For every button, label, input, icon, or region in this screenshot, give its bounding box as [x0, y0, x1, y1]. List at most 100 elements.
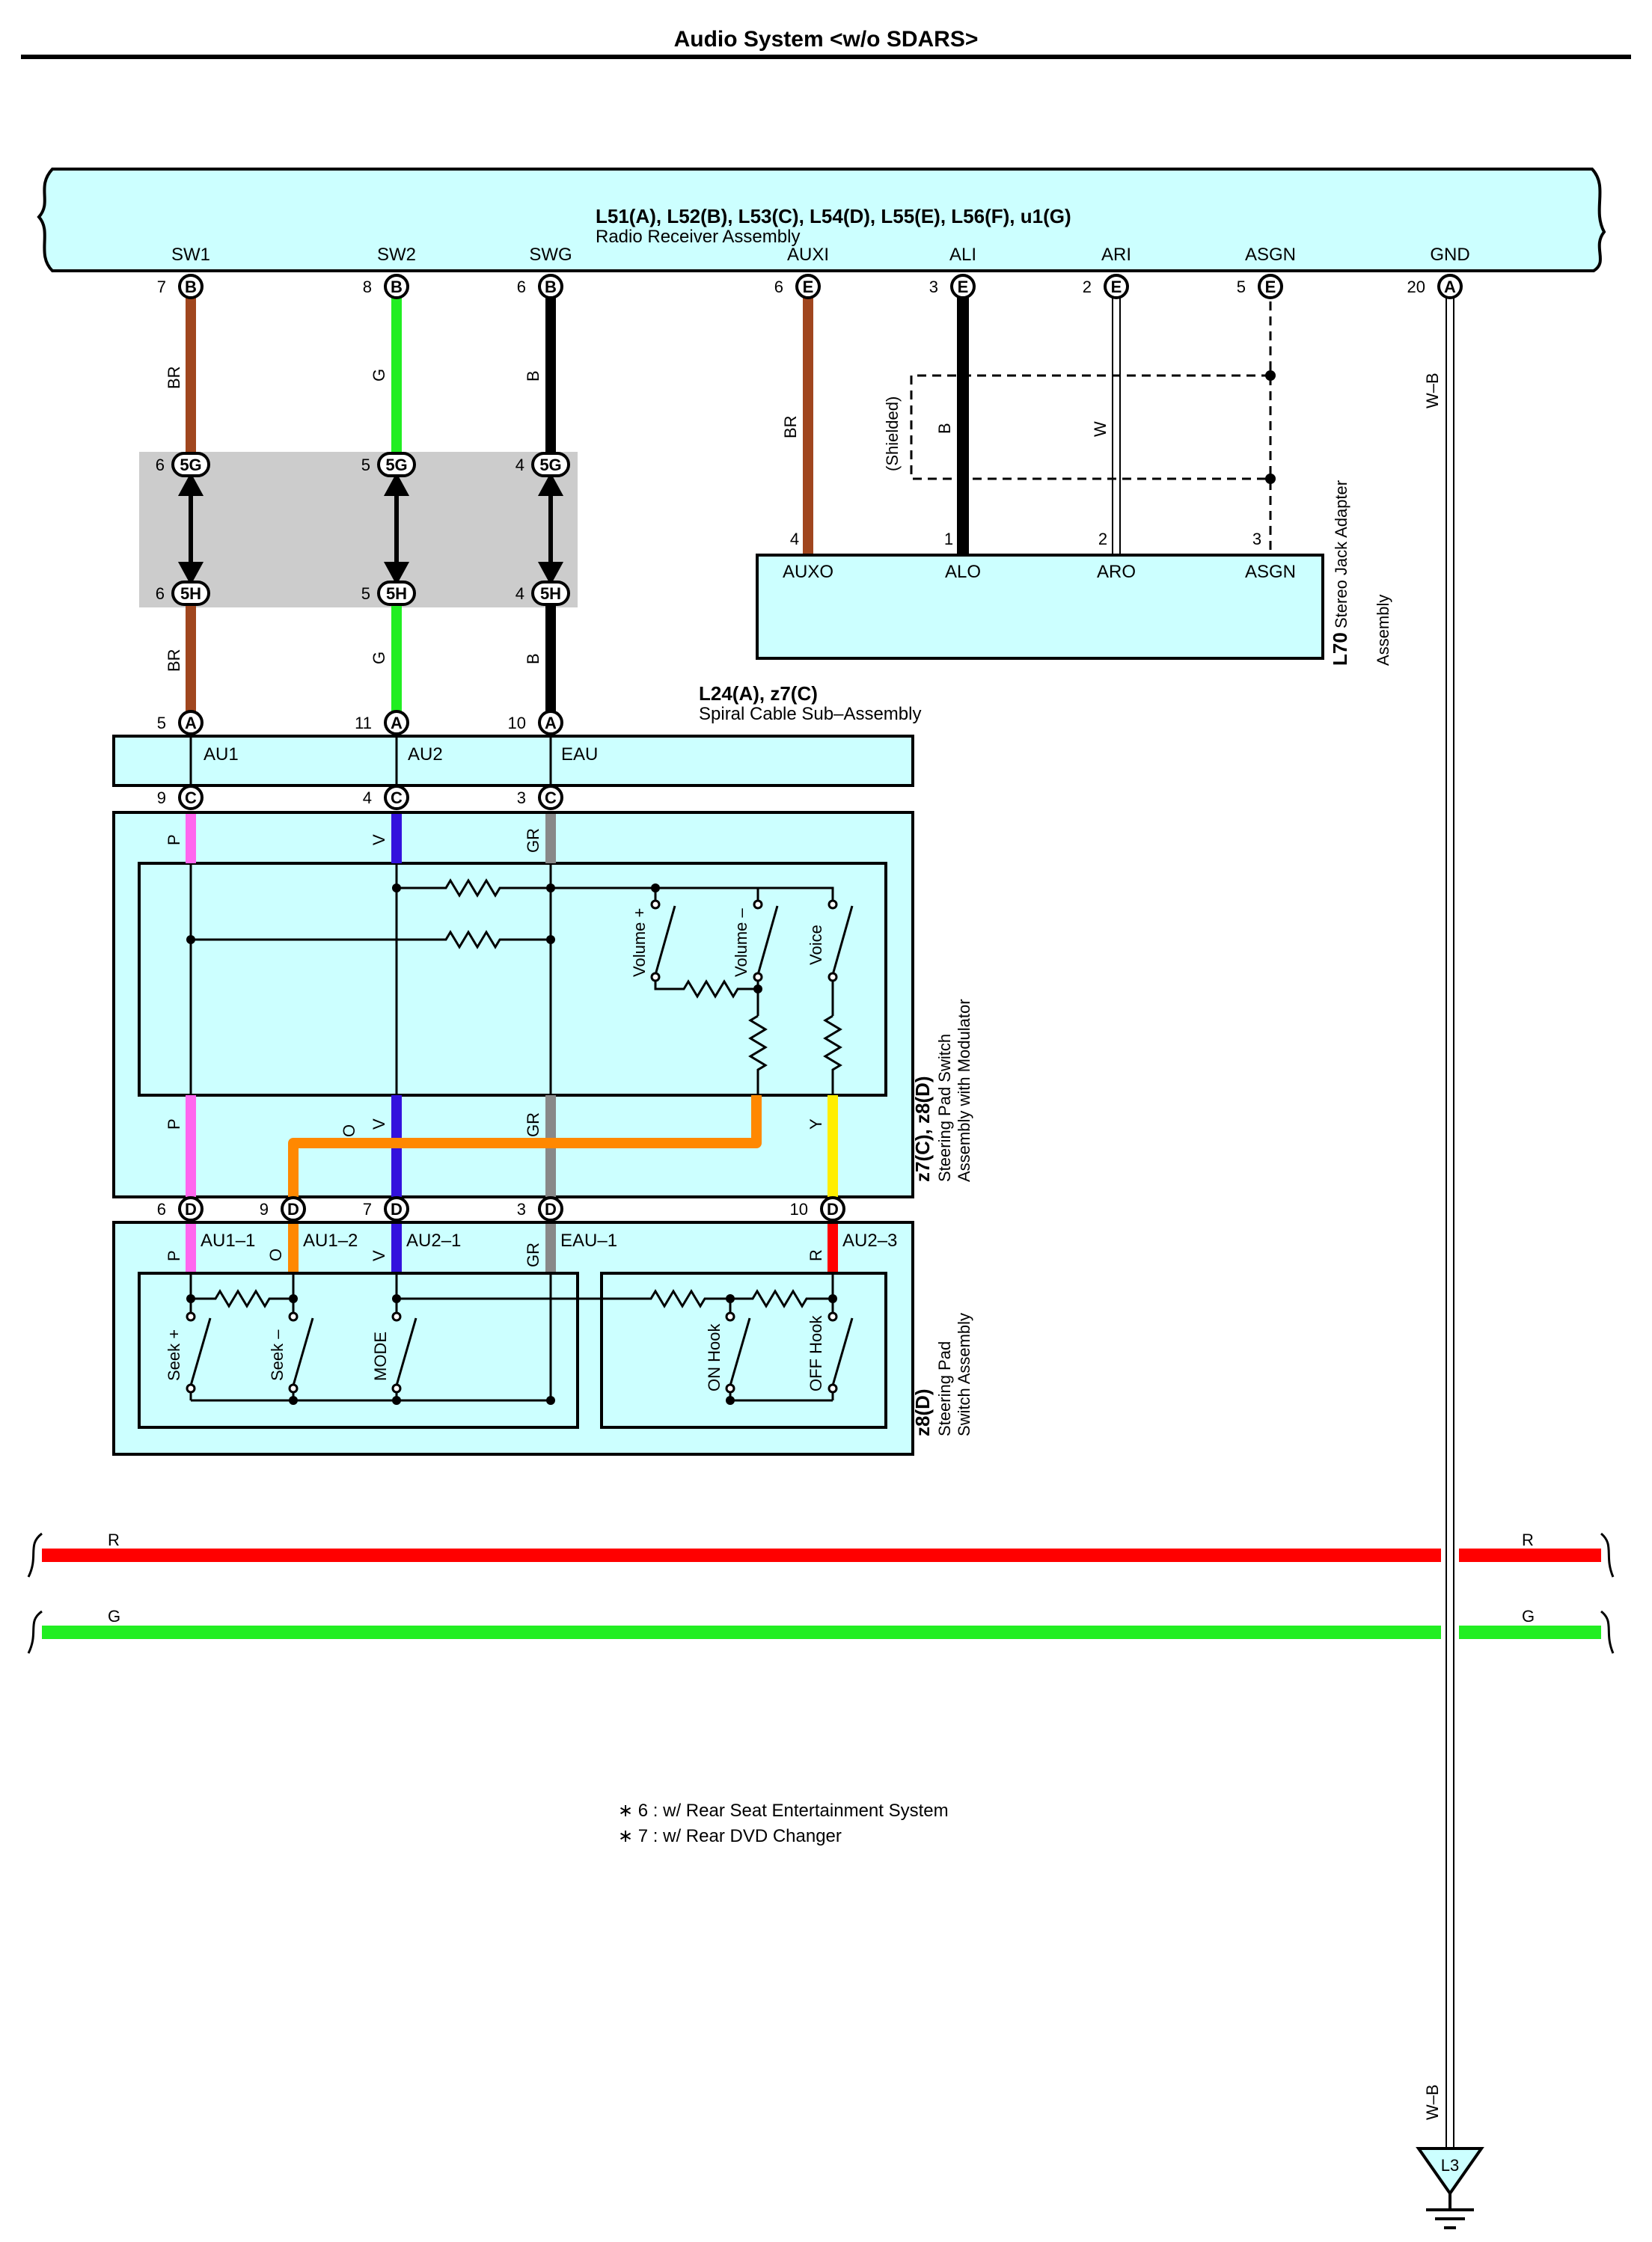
- pin-5g-2-num: 5: [361, 456, 370, 474]
- pin-5g-3-num: 4: [516, 456, 524, 474]
- pin-5h-1-num: 6: [156, 584, 165, 603]
- modulator-circuit: [189, 863, 854, 1095]
- label-r-left: R: [108, 1531, 120, 1549]
- pin-mod-d-4-num: 3: [517, 1200, 526, 1219]
- pins-junction: 5G6 5G5 5G4 5H6 5H5 5H4: [156, 452, 570, 606]
- radio-receiver-terminals: SW1 SW2 SWG AUXI ALI ARI ASGN GND: [171, 245, 1470, 265]
- terminal-asgn: ASGN: [1245, 245, 1296, 265]
- stereo-jack-name-1: Stereo Jack Adapter: [1332, 480, 1350, 628]
- note-1: ∗ 6 : w/ Rear Seat Entertainment System: [618, 1801, 949, 1821]
- junction-connector-area: [139, 452, 578, 607]
- label-br-2: BR: [165, 649, 183, 672]
- pin-ari-num: 2: [1083, 278, 1092, 296]
- terminal-auxi: AUXI: [787, 245, 829, 265]
- switch-volume-plus: Volume +: [630, 908, 649, 977]
- label-r-pad: R: [807, 1249, 825, 1261]
- spiral-cable-name: Spiral Cable Sub–Assembly: [699, 704, 921, 724]
- label-y: Y: [807, 1118, 825, 1130]
- pin-spiral-a-2: A: [391, 714, 403, 732]
- junction-arrows: [177, 472, 564, 586]
- spiral-terminal-eau: EAU: [561, 744, 598, 765]
- label-p-2: P: [165, 1118, 183, 1130]
- pin-gnd-num: 20: [1407, 278, 1425, 296]
- terminal-swg: SWG: [529, 245, 572, 265]
- label-v-3: V: [370, 1250, 388, 1261]
- label-g-right: G: [1522, 1607, 1535, 1626]
- pins-spiral: A5 A11 A10 C9 C4 C3: [157, 710, 563, 810]
- label-gr-3: GR: [524, 1243, 542, 1267]
- switch-on-hook: ON Hook: [705, 1323, 723, 1391]
- radio-receiver-box: [37, 168, 1606, 272]
- label-p-3: P: [165, 1250, 183, 1261]
- pin-spiral-c-2: C: [391, 788, 403, 807]
- pin-sw2-num: 8: [363, 278, 372, 296]
- pin-mod-d-2: D: [287, 1200, 299, 1219]
- label-p-1: P: [165, 834, 183, 845]
- pin-5g-3: 5G: [539, 456, 561, 474]
- label-b-1: B: [524, 370, 542, 382]
- ground-id: L3: [1441, 2156, 1459, 2175]
- pin-5g-1: 5G: [180, 456, 201, 474]
- shield-node-top: [1265, 370, 1276, 381]
- pin-5h-3: 5H: [540, 584, 561, 603]
- spiral-cable-connectors: L24(A), z7(C): [699, 682, 818, 705]
- pin-mod-d-5-num: 10: [790, 1200, 808, 1219]
- pad-nodes: [186, 1294, 837, 1405]
- pin-spiral-a-3: A: [545, 714, 557, 732]
- pin-5g-1-num: 6: [156, 456, 165, 474]
- switch-mode: MODE: [371, 1332, 390, 1381]
- stereo-jack-terminal-alo: ALO: [945, 562, 981, 582]
- ground-triangle: [1416, 2147, 1484, 2196]
- pin-spiral-a-2-num: 11: [355, 714, 372, 732]
- label-gr-2: GR: [524, 1112, 542, 1137]
- switch-voice: Voice: [807, 925, 825, 965]
- stereo-jack-name-2: Assembly: [1374, 595, 1392, 666]
- pin-5g-2: 5G: [385, 456, 407, 474]
- switch-volume-minus: Volume –: [732, 908, 750, 977]
- label-g-left: G: [108, 1607, 120, 1626]
- wire-end-breaks: [27, 1532, 1615, 1654]
- mod-wire-o: [288, 1095, 762, 1197]
- pin-spiral-c-1: C: [185, 788, 197, 807]
- pin-ali-num: 3: [929, 278, 938, 296]
- pad-circuit: [186, 1272, 854, 1402]
- pin-mod-d-3-num: 7: [363, 1200, 372, 1219]
- pin-asgn-num: 5: [1237, 278, 1246, 296]
- pin-spiral-c-3: C: [545, 788, 557, 807]
- label-o-1: O: [340, 1124, 358, 1137]
- pin-swg-num: 6: [517, 278, 526, 296]
- spiral-cable-box: [112, 735, 914, 787]
- pin-5h-2-num: 5: [361, 584, 370, 603]
- pin-mod-d-3: D: [391, 1200, 403, 1219]
- label-wb-1: W–B: [1423, 373, 1442, 408]
- pins-modulator: D6 D9 D7 D3 D10: [157, 1196, 845, 1222]
- pin-spiral-c-3-num: 3: [517, 788, 526, 807]
- pad-terminal-au2-3: AU2–3: [842, 1231, 897, 1251]
- pin-spiral-a-3-num: 10: [508, 714, 526, 732]
- pin-mod-d-4: D: [545, 1200, 557, 1219]
- modulator-inner-box: [138, 862, 887, 1097]
- radio-receiver-connectors: L51(A), L52(B), L53(C), L54(D), L55(E), …: [596, 205, 1071, 227]
- terminal-sw2: SW2: [377, 245, 416, 265]
- modulator-id: z7(C), z8(D): [911, 1076, 934, 1182]
- spiral-terminal-au2: AU2: [408, 744, 443, 765]
- pad-inner-left: [138, 1272, 579, 1429]
- stereo-jack-pin-4: 4: [790, 530, 799, 548]
- stereo-jack-box: [756, 554, 1324, 660]
- stereo-jack-pin-3: 3: [1252, 530, 1261, 548]
- radio-receiver-name: Radio Receiver Assembly: [596, 227, 800, 247]
- shield-outline: [910, 374, 1270, 480]
- label-w: W: [1091, 421, 1110, 437]
- steering-pad-name-1: Steering Pad: [935, 1341, 954, 1436]
- pad-terminal-au2-1: AU2–1: [406, 1231, 461, 1251]
- stereo-jack-terminal-asgn: ASGN: [1245, 562, 1296, 582]
- stereo-jack-terminal-auxo: AUXO: [783, 562, 833, 582]
- pin-spiral-a-1: A: [185, 714, 197, 732]
- modulator-name-2: Assembly with Modulator: [955, 999, 973, 1182]
- shield-node-bottom: [1265, 474, 1276, 484]
- pin-asgn-conn: E: [1265, 278, 1276, 296]
- label-wb-2: W–B: [1423, 2084, 1442, 2120]
- label-br-1: BR: [165, 366, 183, 389]
- pad-inner-right: [600, 1272, 887, 1429]
